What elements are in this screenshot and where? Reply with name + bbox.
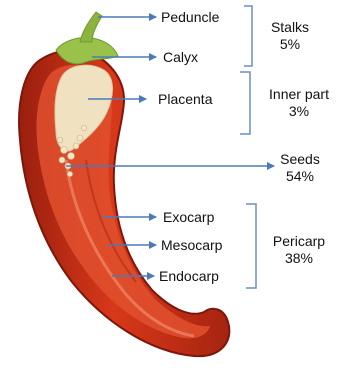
group-stalks: Stalks 5% [260,19,320,53]
group-inner-part-name: Inner part [258,86,340,103]
label-mesocarp: Mesocarp [161,237,222,253]
bracket-pericarp [246,204,256,288]
group-inner-part-share: 3% [258,103,340,120]
group-brackets [240,6,256,288]
label-exocarp: Exocarp [163,209,214,225]
group-seeds: Seeds 54% [270,151,330,185]
label-placenta: Placenta [158,91,212,107]
label-peduncle: Peduncle [161,9,219,25]
group-pericarp-name: Pericarp [264,233,334,250]
group-seeds-name: Seeds [270,151,330,168]
group-pericarp: Pericarp 38% [264,233,334,267]
group-pericarp-share: 38% [264,250,334,267]
group-stalks-share: 5% [260,36,320,53]
label-endocarp: Endocarp [159,268,219,284]
group-seeds-share: 54% [270,168,330,185]
group-stalks-name: Stalks [260,19,320,36]
group-inner-part: Inner part 3% [258,86,340,120]
bracket-stalks [244,6,252,66]
bracket-inner-part [240,72,250,134]
label-calyx: Calyx [163,49,198,65]
